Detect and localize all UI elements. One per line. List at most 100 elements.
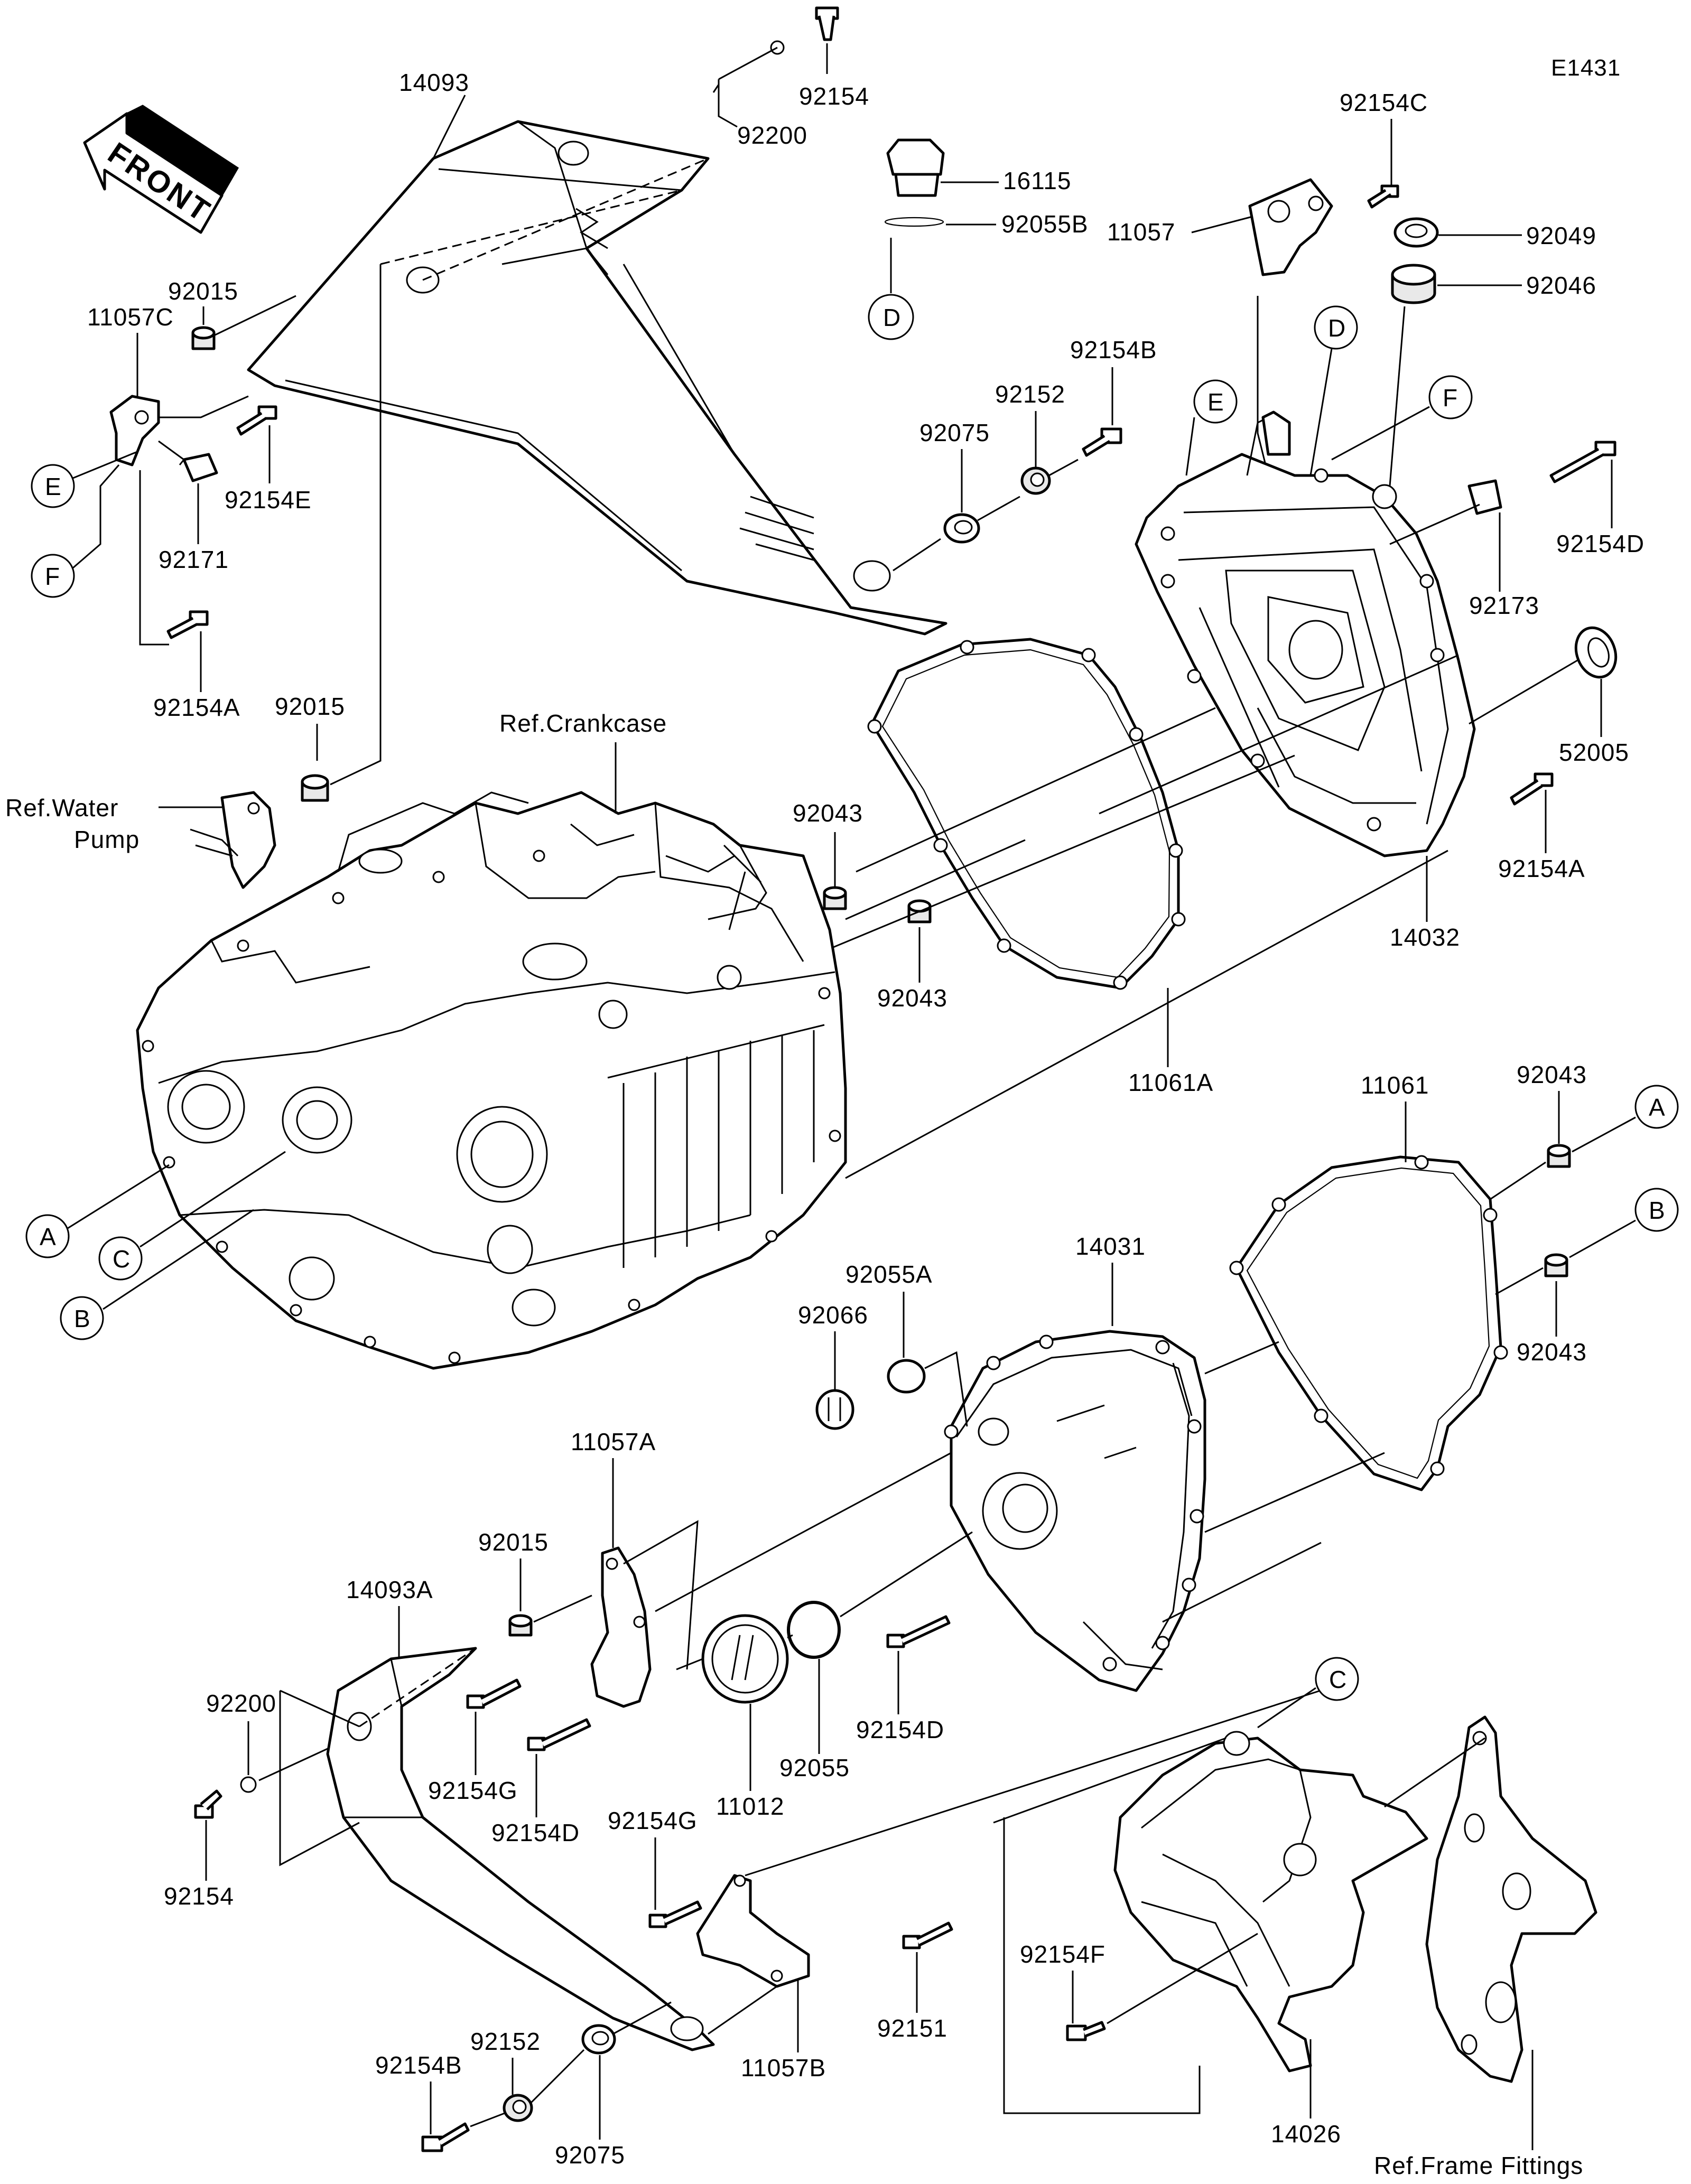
label-14093: 14093 [399, 69, 469, 96]
marker-B-left-letter: B [74, 1305, 91, 1332]
plug-92066 [815, 1389, 854, 1430]
marker-B-right [1634, 1188, 1679, 1232]
marker-A-right [1634, 1085, 1679, 1129]
label-92066: 92066 [798, 1301, 868, 1329]
label-16115: 16115 [1003, 167, 1072, 194]
bracket-11057C [109, 395, 160, 466]
marker-A-left [25, 1214, 70, 1258]
label-92154A-right: 92154A [1498, 855, 1585, 882]
marker-C-left-letter: C [113, 1245, 131, 1273]
part-14093-cover [247, 120, 947, 636]
label-92152-low: 92152 [470, 2028, 541, 2055]
label-14093A: 14093A [346, 1576, 433, 1603]
label-92055A: 92055A [846, 1261, 933, 1288]
bolt-92154A-right [1510, 772, 1554, 806]
label-11012: 11012 [716, 1793, 785, 1820]
label-92154D-low: 92154D [491, 1819, 580, 1846]
label-14026: 14026 [1271, 2120, 1341, 2148]
generator-cover-14031 [944, 1330, 1206, 1692]
marker-C-right [1315, 1657, 1359, 1701]
label-ref-water-2: Pump [74, 826, 140, 853]
bolt-92154D-mid [886, 1615, 951, 1648]
collar-92152-top [1020, 466, 1051, 495]
collar-92015-low [508, 1614, 533, 1637]
bolt-92154D-right [1549, 441, 1616, 483]
label-92200-low: 92200 [206, 1690, 276, 1717]
marker-F-right-letter: F [1443, 384, 1458, 412]
bolt-92154B-top [1082, 427, 1122, 457]
o-ring-92055A [887, 1359, 926, 1394]
label-92151: 92151 [877, 2014, 947, 2042]
o-ring-92055B [884, 217, 944, 227]
bolt-92154E [236, 405, 277, 436]
bolt-92154-top [815, 6, 839, 41]
marker-B-right-letter: B [1649, 1197, 1666, 1224]
marker-F-left [31, 554, 75, 598]
label-92154F: 92154F [1020, 1940, 1105, 1968]
label-92055: 92055 [779, 1754, 850, 1781]
label-92043-d: 92043 [1517, 1338, 1587, 1366]
collar-92015-mid [301, 774, 329, 802]
bolt-92154F [1066, 2021, 1106, 2041]
oil-cap-16115 [886, 138, 945, 197]
label-11061: 11061 [1361, 1071, 1429, 1099]
clip-92173 [1467, 479, 1502, 515]
label-92154E: 92154E [225, 486, 312, 514]
label-92154-top: 92154 [799, 82, 869, 110]
bolt-92154G-mid [648, 1900, 702, 1928]
part-14093A-cover [326, 1647, 715, 2051]
label-11057C: 11057C [87, 303, 174, 331]
grommet-92075-low [581, 2024, 616, 2055]
label-92154B-top: 92154B [1070, 336, 1157, 363]
label-52005: 52005 [1559, 739, 1629, 766]
label-92015-top: 92015 [168, 277, 238, 305]
label-11061A: 11061A [1128, 1069, 1213, 1096]
marker-D-top [868, 294, 914, 340]
bolt-92154C [1367, 184, 1399, 209]
washer-92200-low [240, 1776, 257, 1793]
label-92154D-mid: 92154D [856, 1716, 944, 1743]
crankcase-ref [136, 791, 847, 1370]
label-ref-crankcase: Ref.Crankcase [499, 710, 667, 737]
collar-92015-top [191, 326, 216, 350]
label-ref-water-1: Ref.Water [5, 794, 118, 822]
label-92154-low: 92154 [164, 1882, 234, 1910]
sprocket-cover-14026 [1113, 1731, 1428, 2073]
label-14032: 14032 [1390, 923, 1460, 951]
bolt-92154A-left [166, 610, 209, 639]
marker-D-top-letter: D [883, 304, 901, 331]
marker-C-left [98, 1236, 143, 1281]
diagram-code: E1431 [1551, 55, 1621, 81]
frame-fittings-ref [1425, 1715, 1597, 2083]
bearing-92046 [1391, 264, 1436, 304]
label-92154D-right: 92154D [1556, 530, 1644, 557]
label-92049: 92049 [1526, 222, 1596, 249]
marker-D-right [1314, 305, 1358, 350]
bolt-92151 [902, 1921, 953, 1949]
front-arrow-icon: FRONT [83, 105, 239, 234]
marker-A-right-letter: A [1649, 1094, 1666, 1121]
marker-F-left-letter: F [45, 563, 60, 590]
bracket-11057B [696, 1874, 810, 1988]
label-92152-top: 92152 [995, 380, 1065, 408]
label-92173: 92173 [1469, 592, 1539, 619]
label-92171: 92171 [159, 546, 229, 573]
bolt-92154B-low [421, 2122, 470, 2152]
marker-E-right-letter: E [1207, 388, 1224, 416]
grommet-92075-top [943, 513, 980, 544]
label-92154G-mid: 92154G [608, 1807, 698, 1834]
label-92055B: 92055B [1001, 210, 1089, 238]
label-92046: 92046 [1526, 272, 1596, 299]
label-92154C: 92154C [1340, 89, 1428, 116]
marker-E-right [1193, 379, 1238, 424]
marker-D-right-letter: D [1328, 314, 1346, 342]
seal-52005 [1574, 626, 1618, 679]
cap-11012 [701, 1614, 789, 1704]
collar-92152-low [503, 2094, 533, 2122]
label-92043-c: 92043 [1517, 1061, 1587, 1088]
dowel-92043-c [1547, 1144, 1571, 1168]
gasket-11061 [1235, 1155, 1502, 1491]
label-92015-low: 92015 [478, 1528, 549, 1556]
label-92154B-low: 92154B [375, 2051, 462, 2079]
